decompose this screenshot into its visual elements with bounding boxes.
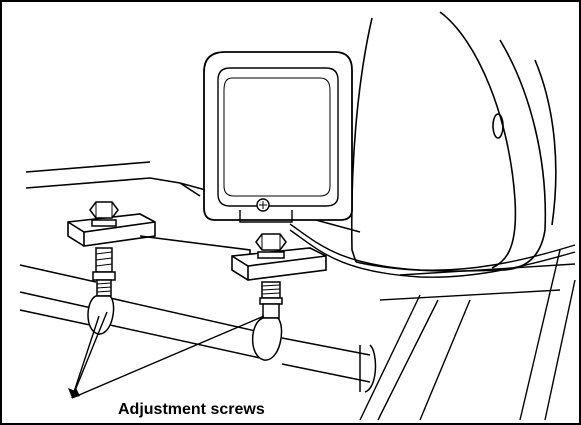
right-adjustment-screw (255, 233, 287, 319)
callout-label-adjustment-screws: Adjustment screws (118, 401, 265, 418)
junction-box (203, 51, 353, 223)
frame-lines (359, 249, 576, 421)
callout-arrowheads (68, 388, 80, 398)
right-clamp (231, 247, 327, 281)
rod-clamps (87, 295, 283, 361)
power-cable (289, 223, 576, 278)
motor-housing (350, 11, 557, 272)
callout-leaders (71, 311, 265, 399)
lower-rails (19, 264, 377, 393)
left-adjustment-screw (89, 201, 119, 297)
